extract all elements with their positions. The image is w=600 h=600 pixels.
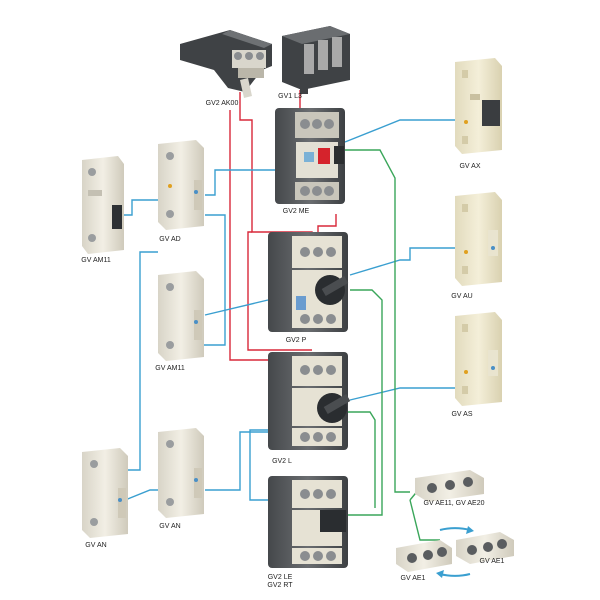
gv2-le-rt-device [268, 476, 348, 568]
label-gv1-l3: GV1 L3 [278, 93, 302, 100]
green-connector-lines [345, 149, 440, 541]
label-gv-ae1-right: GV AE1 [479, 558, 505, 565]
gv-am11-top-device [82, 156, 124, 254]
label-gv-an-mid: GV AN [159, 523, 181, 530]
gv-an-mid-device [158, 428, 204, 518]
label-gv-am11-top: GV AM11 [81, 257, 111, 264]
label-gv-ax: GV AX [459, 163, 481, 170]
gv-am11-mid-device [158, 271, 204, 361]
rotation-arrow-icon [436, 526, 474, 578]
gv2-ak00-device [180, 30, 272, 98]
label-gv2-p: GV2 P [285, 337, 307, 344]
label-gv-ad: GV AD [159, 236, 181, 243]
gv-as-device [455, 312, 502, 406]
label-gv-as: GV AS [451, 411, 473, 418]
label-gv-ae11-ae20: GV AE11, GV AE20 [423, 500, 485, 507]
gv2-me-device [275, 108, 345, 204]
label-gv-am11-mid: GV AM11 [155, 365, 185, 372]
label-gv2-rt: GV2 RT [267, 582, 293, 589]
gv-ae1-right-device [456, 532, 514, 564]
label-gv2-me: GV2 ME [282, 208, 310, 215]
gv-ax-device [455, 58, 502, 154]
gv2-p-device [268, 232, 349, 332]
label-gv-au: GV AU [451, 293, 473, 300]
gv-au-device [455, 192, 502, 286]
label-gv2-l: GV2 L [272, 458, 292, 465]
gv-an-left-device [82, 448, 128, 538]
gv2-l-device [268, 352, 351, 450]
gv1-l3-device [282, 26, 350, 94]
label-gv2-le: GV2 LE [267, 574, 293, 581]
label-gv-ae1-left: GV AE1 [400, 575, 426, 582]
label-gv-an-left: GV AN [85, 542, 107, 549]
gv-ad-device [158, 140, 204, 230]
gv-ae11-ae20-device [415, 470, 484, 502]
gv-ae1-left-device [396, 540, 452, 572]
label-gv2-ak00: GV2 AK00 [205, 100, 239, 107]
